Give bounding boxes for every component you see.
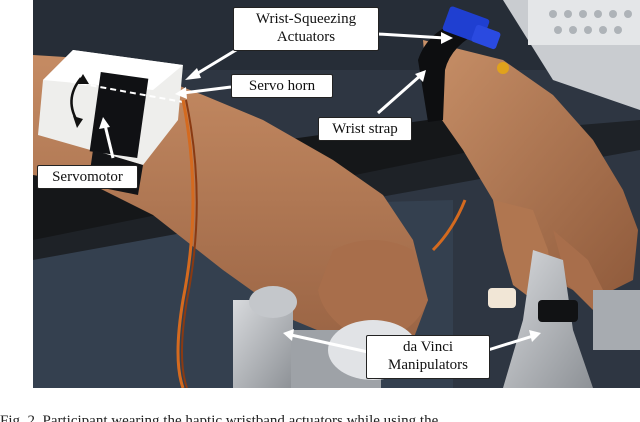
label-wrist-strap: Wrist strap [318, 117, 412, 141]
blue-actuator [442, 6, 509, 74]
label-servomotor: Servomotor [37, 165, 138, 189]
label-servo-horn: Servo horn [231, 74, 333, 98]
photo-illustration [33, 0, 640, 388]
photo: Wrist-Squeezing Actuators Servo horn Wri… [33, 0, 640, 388]
manipulator-right [488, 250, 640, 388]
label-da-vinci-manipulators: da Vinci Manipulators [366, 335, 490, 379]
label-wrist-squeezing-actuators: Wrist-Squeezing Actuators [233, 7, 379, 51]
figure-caption: Fig. 2. Participant wearing the haptic w… [0, 413, 439, 422]
